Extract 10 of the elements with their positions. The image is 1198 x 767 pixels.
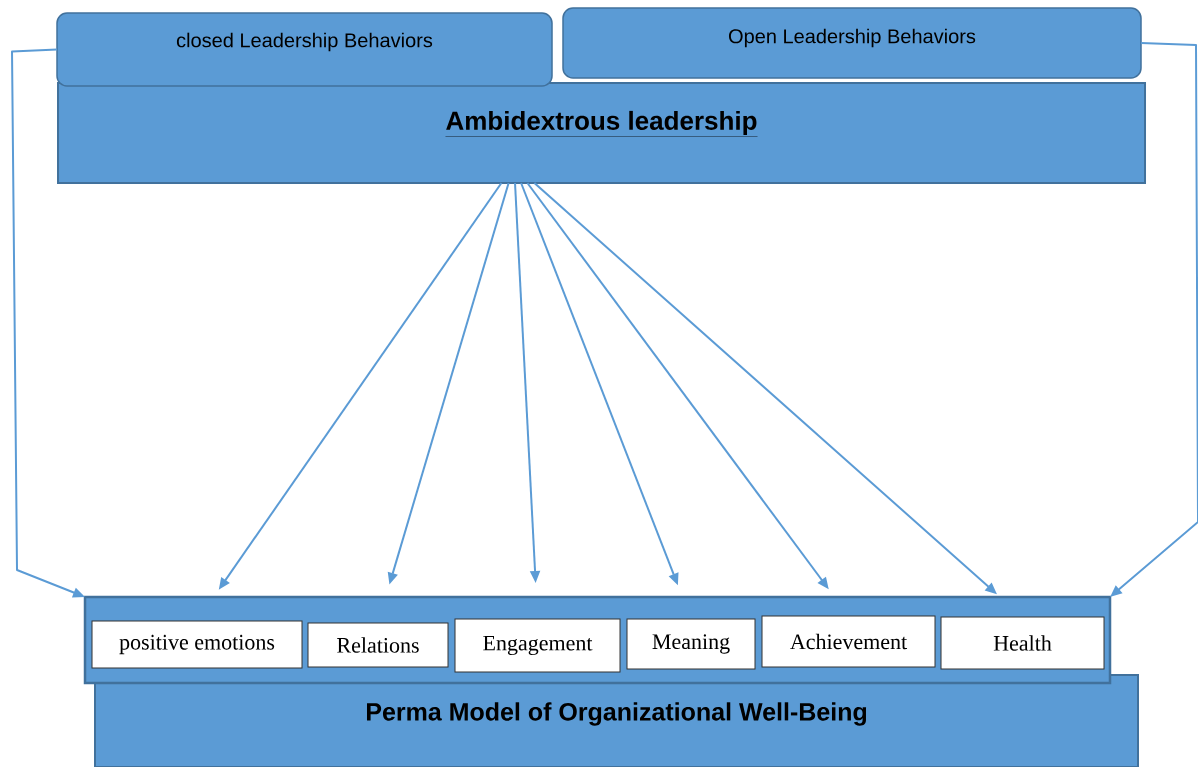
node-label: Perma Model of Organizational Well-Being bbox=[367, 702, 867, 726]
dimension-box: Meaning bbox=[626, 618, 756, 670]
dimension-box: Health bbox=[940, 616, 1105, 670]
dimension-box: Relations bbox=[307, 622, 449, 668]
dimension-box: Achievement bbox=[761, 615, 936, 668]
dimension-box: positive emotions bbox=[91, 620, 303, 669]
leadership-box: Ambidextrous leadership bbox=[57, 82, 1146, 184]
rounded-box: closed Leadership Behaviors bbox=[56, 12, 553, 87]
rounded-box: Open Leadership Behaviors bbox=[562, 7, 1142, 79]
dimension-box: Engagement bbox=[454, 618, 621, 673]
